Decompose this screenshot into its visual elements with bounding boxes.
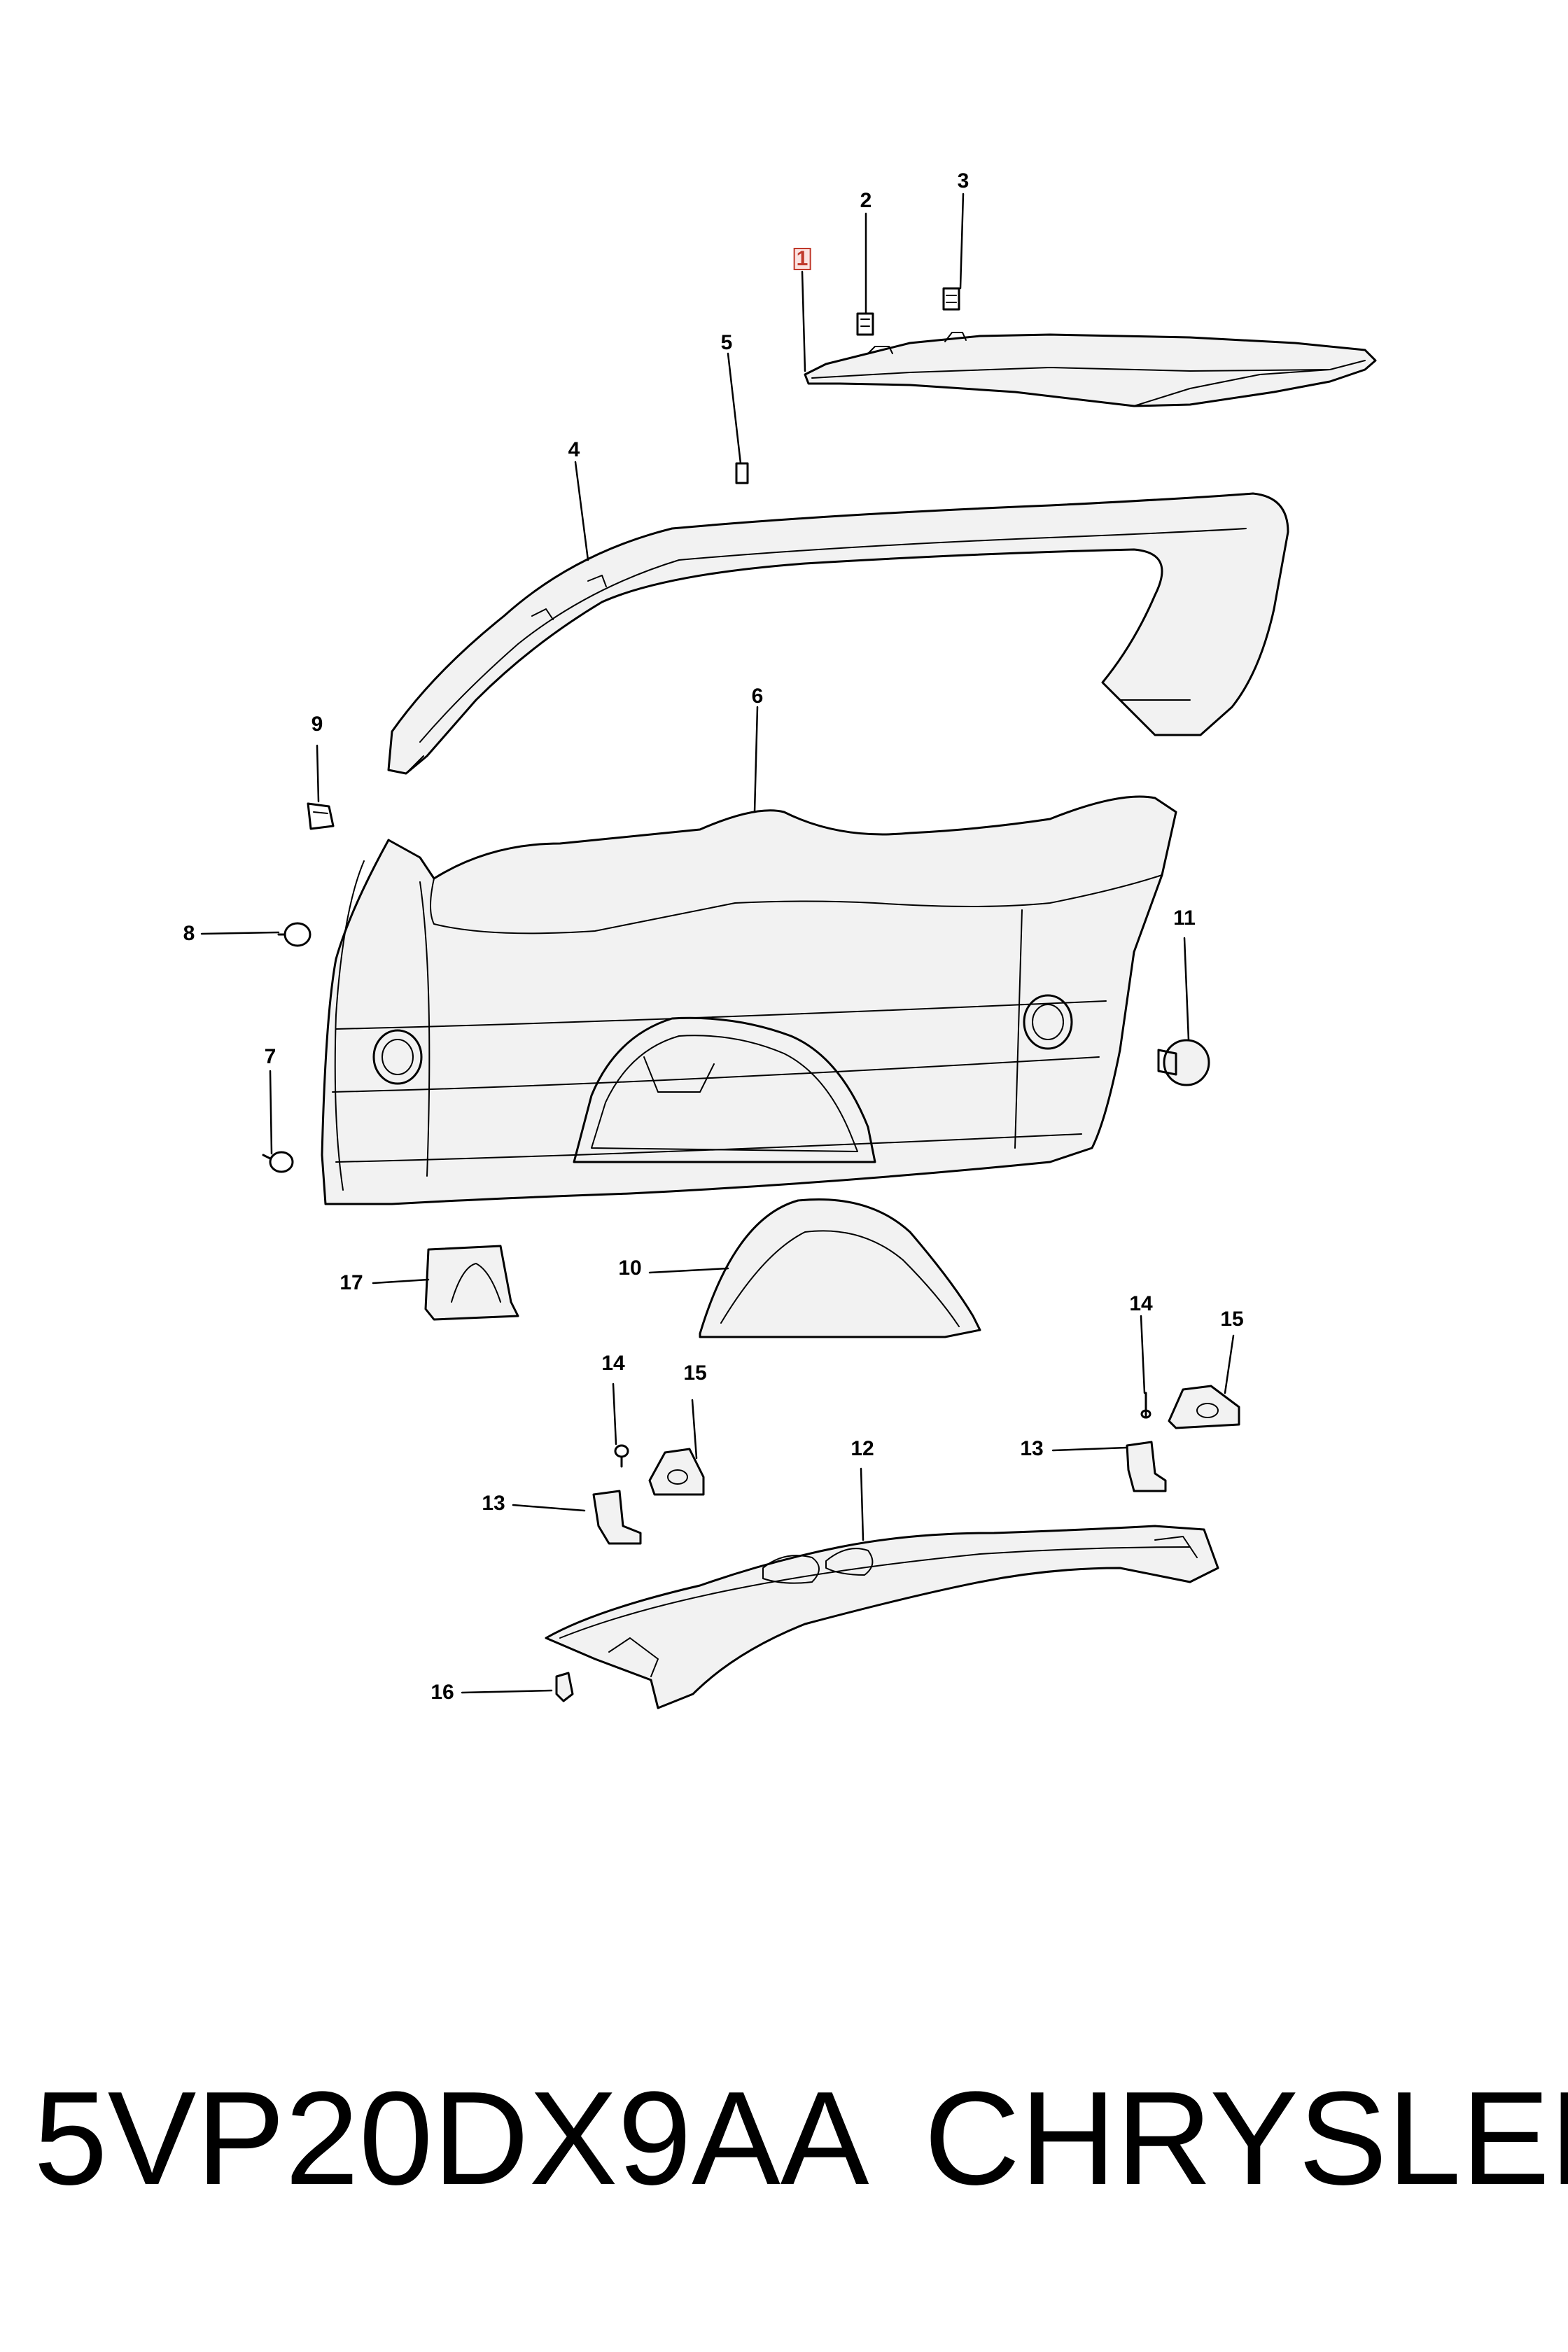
callout-8[interactable]: 8: [183, 922, 195, 945]
part-6-liftgate-panel: [321, 795, 1177, 1205]
callout-2[interactable]: 2: [860, 189, 872, 212]
callout-16[interactable]: 16: [430, 1681, 454, 1704]
callout-1[interactable]: 1: [793, 248, 811, 270]
part-14-screw-right: [1140, 1392, 1152, 1419]
part-10-handle-cover: [699, 1198, 981, 1338]
part-12-lower-garnish: [545, 1525, 1219, 1709]
part-15-bracket-left: [648, 1448, 705, 1496]
callout-13-right[interactable]: 13: [1020, 1437, 1044, 1460]
callout-15-left[interactable]: 15: [683, 1362, 707, 1385]
callout-13-left[interactable]: 13: [482, 1492, 505, 1515]
part-5-clip: [735, 462, 749, 484]
callout-9[interactable]: 9: [311, 713, 323, 736]
part-13-bracket-left: [592, 1490, 642, 1545]
part-11-plug: [1157, 1039, 1210, 1086]
leader-lines: [200, 192, 1235, 1694]
callout-4[interactable]: 4: [568, 438, 580, 461]
callout-14-left[interactable]: 14: [601, 1352, 625, 1375]
callout-5[interactable]: 5: [720, 331, 733, 354]
part-4-arch-trim: [387, 492, 1289, 775]
part-13-bracket-right: [1126, 1441, 1167, 1492]
callout-7[interactable]: 7: [264, 1045, 276, 1068]
part-1-upper-trim: [804, 332, 1377, 407]
part-14-screw-left: [614, 1444, 629, 1468]
callout-6[interactable]: 6: [751, 685, 764, 708]
part-16-clip: [555, 1672, 574, 1702]
callout-14-right[interactable]: 14: [1129, 1292, 1153, 1315]
callout-15-right[interactable]: 15: [1220, 1308, 1244, 1331]
callout-17[interactable]: 17: [340, 1271, 363, 1294]
part-2-clip: [856, 312, 874, 336]
part-17-bezel: [424, 1245, 519, 1321]
part-3-clip: [942, 287, 960, 311]
callout-3[interactable]: 3: [957, 169, 969, 192]
part-number-text: 5VP20DX9AA: [34, 2064, 869, 2213]
callout-11[interactable]: 11: [1173, 906, 1196, 930]
callout-12[interactable]: 12: [850, 1437, 874, 1460]
part-7-screw: [262, 1151, 294, 1173]
brand-text: CHRYSLER: [924, 2064, 1568, 2213]
part-15-bracket-right: [1168, 1385, 1240, 1429]
part-8-push-pin: [277, 922, 312, 947]
part-9-clip: [307, 802, 335, 830]
callout-10[interactable]: 10: [618, 1256, 642, 1280]
